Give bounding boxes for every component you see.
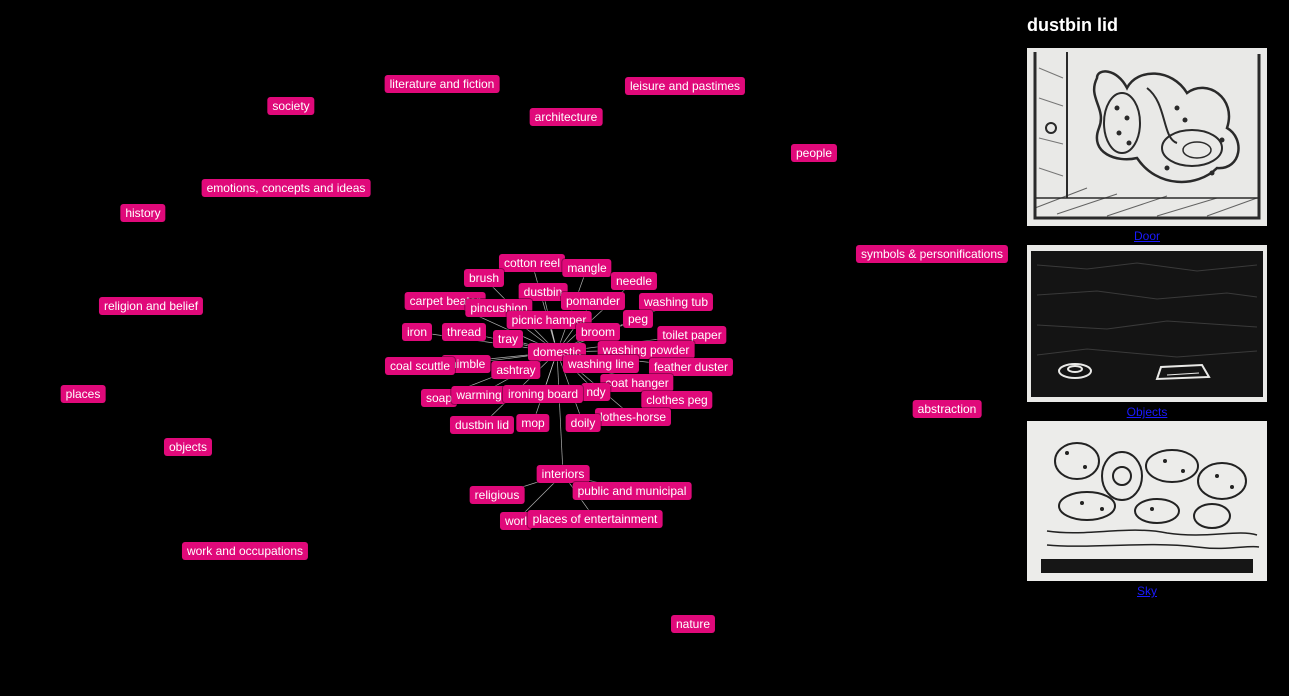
node-abstraction[interactable]: abstraction bbox=[912, 400, 982, 418]
node-architecture[interactable]: architecture bbox=[529, 108, 603, 126]
node-peg[interactable]: peg bbox=[622, 310, 654, 328]
node-picnic-hamper[interactable]: picnic hamper bbox=[506, 311, 592, 329]
node-history[interactable]: history bbox=[120, 204, 166, 222]
node-emotions[interactable]: emotions, concepts and ideas bbox=[201, 179, 371, 197]
node-thread[interactable]: thread bbox=[441, 323, 487, 341]
node-work[interactable]: work and occupations bbox=[181, 542, 309, 560]
node-objects[interactable]: objects bbox=[163, 438, 213, 456]
node-soap[interactable]: soap bbox=[420, 389, 458, 407]
node-needle[interactable]: needle bbox=[610, 272, 658, 290]
sky-print-thumbnail[interactable] bbox=[1027, 421, 1267, 581]
sky-print-icon bbox=[1027, 421, 1267, 581]
node-washing-powder[interactable]: washing powder bbox=[597, 341, 695, 359]
node-tray[interactable]: tray bbox=[492, 330, 524, 348]
door-print-icon bbox=[1027, 48, 1267, 226]
node-brush[interactable]: brush bbox=[463, 269, 505, 287]
node-toilet-paper[interactable]: toilet paper bbox=[657, 326, 727, 344]
node-coal-scuttle[interactable]: coal scuttle bbox=[384, 357, 456, 375]
node-iron[interactable]: iron bbox=[401, 323, 433, 341]
artwork-sky: Sky bbox=[1027, 421, 1267, 600]
node-nature[interactable]: nature bbox=[670, 615, 716, 633]
node-mangle[interactable]: mangle bbox=[562, 259, 612, 277]
node-carpet-beater[interactable]: carpet beater bbox=[404, 292, 486, 310]
node-ironing-board[interactable]: ironing board bbox=[502, 385, 584, 403]
node-dustbin-lid[interactable]: dustbin lid bbox=[449, 416, 515, 434]
node-society[interactable]: society bbox=[267, 97, 315, 115]
node-religion[interactable]: religion and belief bbox=[98, 297, 204, 315]
node-symbols[interactable]: symbols & personifications bbox=[855, 245, 1009, 263]
node-doily[interactable]: doily bbox=[565, 414, 601, 432]
node-places[interactable]: places bbox=[60, 385, 106, 403]
door-link[interactable]: Door bbox=[1133, 229, 1160, 243]
node-pomander[interactable]: pomander bbox=[560, 292, 626, 310]
edge-domestic-cotton_reel bbox=[531, 262, 558, 353]
node-workplaces[interactable]: worl bbox=[499, 512, 533, 530]
node-interiors[interactable]: interiors bbox=[536, 465, 590, 483]
edge-domestic-interiors bbox=[556, 351, 564, 475]
artwork-objects: Objects bbox=[1027, 245, 1267, 421]
node-coat-hanger[interactable]: coat hanger bbox=[600, 374, 674, 392]
node-warming[interactable]: warming bbox=[451, 386, 507, 404]
node-clothes-horse[interactable]: lothes-horse bbox=[594, 408, 672, 426]
node-people[interactable]: people bbox=[790, 144, 838, 162]
detail-panel: dustbin lid bbox=[1027, 12, 1277, 600]
node-religious[interactable]: religious bbox=[469, 486, 525, 504]
objects-print-thumbnail[interactable] bbox=[1027, 245, 1267, 402]
objects-print-icon bbox=[1027, 245, 1267, 402]
node-entertainment[interactable]: places of entertainment bbox=[527, 510, 663, 528]
node-ashtray[interactable]: ashtray bbox=[491, 361, 541, 379]
node-literature[interactable]: literature and fiction bbox=[384, 75, 500, 93]
node-washing-tub[interactable]: washing tub bbox=[638, 293, 714, 311]
edge-domestic-mangle bbox=[556, 267, 588, 353]
door-print-thumbnail[interactable] bbox=[1027, 48, 1267, 226]
node-broom[interactable]: broom bbox=[575, 323, 621, 341]
node-public[interactable]: public and municipal bbox=[572, 482, 692, 500]
node-clothes-peg[interactable]: clothes peg bbox=[641, 391, 713, 409]
sky-link[interactable]: Sky bbox=[1136, 584, 1157, 598]
node-feather-duster[interactable]: feather duster bbox=[648, 358, 734, 376]
artwork-door: Door bbox=[1027, 48, 1267, 245]
objects-link[interactable]: Objects bbox=[1126, 405, 1168, 419]
node-handy[interactable]: ndy bbox=[581, 383, 611, 401]
panel-title: dustbin lid bbox=[1027, 15, 1118, 35]
node-dustbin[interactable]: dustbin bbox=[518, 283, 568, 301]
node-leisure[interactable]: leisure and pastimes bbox=[624, 77, 746, 95]
node-mop[interactable]: mop bbox=[516, 414, 550, 432]
node-cotton-reel[interactable]: cotton reel bbox=[498, 254, 566, 272]
node-washing-line[interactable]: washing line bbox=[562, 355, 640, 373]
